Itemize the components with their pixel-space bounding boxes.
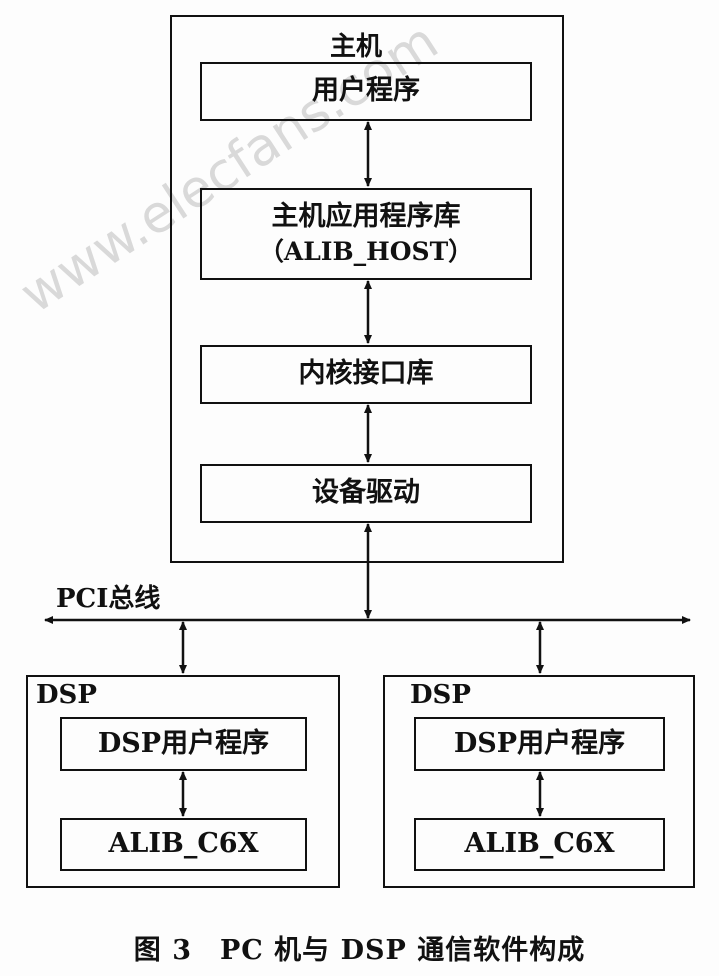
dsp-title-2: DSP (410, 680, 471, 710)
host-app-lib-sublabel: （ALIB_HOST） (258, 237, 474, 267)
kernel-lib-label: 内核接口库 (298, 358, 434, 390)
host-title: 主机 (330, 32, 383, 62)
alib-c6x-label-1: ALIB_C6X (108, 828, 259, 860)
kernel-lib-box: 内核接口库 (200, 345, 532, 404)
dsp-user-program-box-2: DSP用户程序 (414, 717, 665, 771)
dsp-title-1: DSP (36, 680, 97, 710)
user-program-label: 用户程序 (312, 75, 420, 107)
alib-c6x-label-2: ALIB_C6X (464, 828, 615, 860)
alib-c6x-box-2: ALIB_C6X (414, 818, 665, 871)
device-driver-label: 设备驱动 (312, 477, 420, 509)
dsp-box-1 (26, 675, 340, 888)
dsp-user-program-box-1: DSP用户程序 (60, 717, 307, 771)
dsp-user-program-label-2: DSP用户程序 (453, 727, 626, 759)
device-driver-box: 设备驱动 (200, 464, 532, 523)
dsp-box-2 (383, 675, 695, 888)
alib-c6x-box-1: ALIB_C6X (60, 818, 307, 871)
figure-caption: 图 3 PC 机与 DSP 通信软件构成 (133, 935, 586, 966)
host-app-lib-box: 主机应用程序库 （ALIB_HOST） (200, 188, 532, 280)
dsp-user-program-label-1: DSP用户程序 (97, 727, 270, 759)
host-app-lib-label: 主机应用程序库 (271, 200, 461, 232)
user-program-box: 用户程序 (200, 62, 532, 121)
host-box (170, 15, 564, 563)
pci-bus-label: PCI总线 (56, 584, 161, 614)
